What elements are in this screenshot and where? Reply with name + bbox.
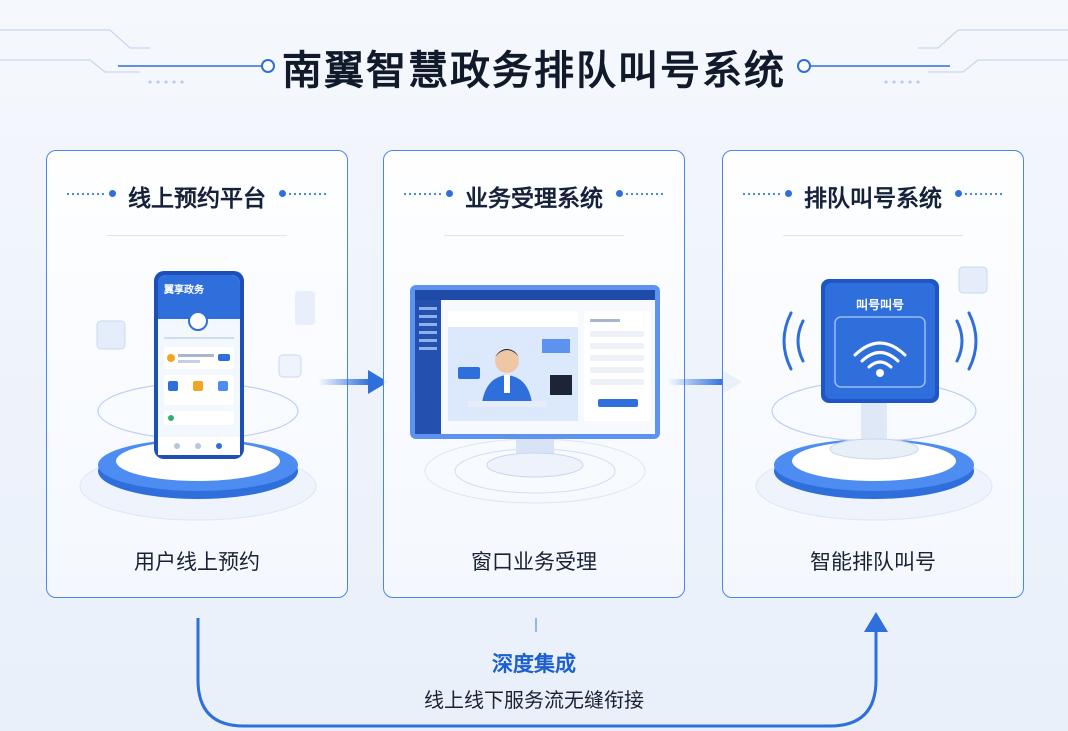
title-dot-left: [785, 190, 792, 197]
kiosk-label: 叫号叫号: [856, 297, 904, 312]
page-title: 南翼智慧政务排队叫号系统: [282, 48, 786, 94]
title-dots-right: [626, 193, 666, 195]
flow-arrow-right: [318, 370, 388, 394]
integration-connector: [196, 612, 888, 728]
card-title: 业务受理系统: [465, 186, 603, 212]
title-dot-left: [446, 190, 453, 197]
integration-subtitle: 线上线下服务流无缝衔接: [424, 688, 644, 712]
card-caption: 用户线上预约: [134, 550, 260, 574]
monitor-illustration: [410, 285, 660, 504]
card-title: 线上预约平台: [128, 186, 266, 212]
card-caption: 智能排队叫号: [810, 550, 936, 574]
signal-icon: [853, 341, 907, 369]
phone-app-title: 翼享政务: [163, 283, 205, 296]
kiosk-illustration: 叫号叫号: [755, 266, 993, 521]
title-dot-right: [616, 190, 623, 197]
card-online-booking: 线上预约平台 翼享政务 用户线上预: [46, 150, 348, 598]
title-dot-right: [955, 190, 962, 197]
integration-title: 深度集成: [492, 652, 576, 676]
title-dots-left: [67, 193, 107, 195]
title-dots-left: [743, 193, 783, 195]
card-title: 排队叫号系统: [804, 186, 942, 212]
card-business-processing: 业务受理系统: [383, 150, 685, 598]
title-dots-left: [404, 193, 444, 195]
card-queue-calling: 排队叫号系统 叫号叫号 智能排队叫号: [722, 150, 1024, 598]
title-dots-right: [289, 193, 329, 195]
sound-waves-icon: [782, 311, 978, 371]
card-caption: 窗口业务受理: [471, 550, 597, 574]
title-dot-left: [109, 190, 116, 197]
phone-illustration: 翼享政务: [79, 271, 317, 521]
divider: [107, 235, 287, 236]
divider: [444, 235, 624, 236]
title-dot-right: [279, 190, 286, 197]
divider: [783, 235, 963, 236]
title-dots-right: [965, 193, 1005, 195]
